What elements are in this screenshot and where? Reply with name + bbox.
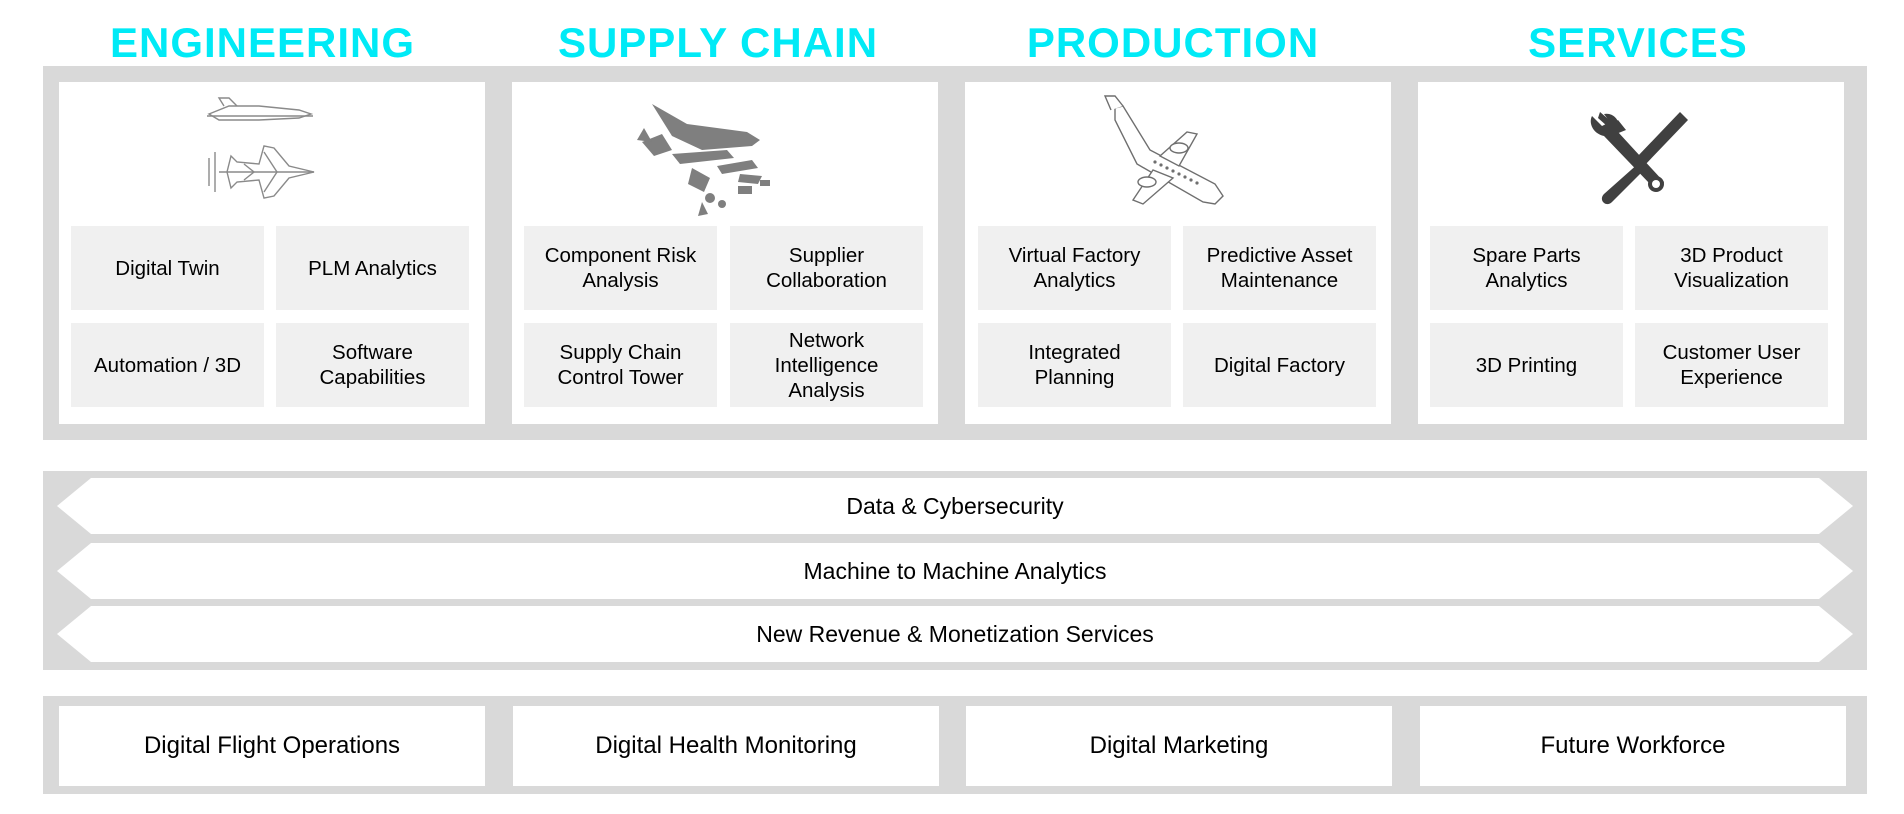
heading-supply-chain: SUPPLY CHAIN (557, 19, 879, 66)
engineering-panel: Digital Twin PLM Analytics Automation / … (59, 82, 485, 424)
tile-integrated-planning: Integrated Planning (978, 323, 1171, 407)
heading-production: PRODUCTION (1026, 19, 1320, 66)
fighter-jet-blueprint-icon (59, 92, 485, 222)
tile-virtual-factory-analytics: Virtual Factory Analytics (978, 226, 1171, 310)
tile-plm-analytics: PLM Analytics (276, 226, 469, 310)
arrow-data-cybersecurity: Data & Cybersecurity (57, 478, 1853, 534)
arrow-machine-to-machine: Machine to Machine Analytics (57, 543, 1853, 599)
tile-supply-chain-control-tower: Supply Chain Control Tower (524, 323, 717, 407)
exploded-aircraft-parts-icon (512, 92, 938, 222)
production-panel: Virtual Factory Analytics Predictive Ass… (965, 82, 1391, 424)
tile-component-risk-analysis: Component Risk Analysis (524, 226, 717, 310)
tile-supplier-collaboration: Supplier Collaboration (730, 226, 923, 310)
tile-automation-3d: Automation / 3D (71, 323, 264, 407)
tile-network-intelligence-analysis: Network Intelligence Analysis (730, 323, 923, 407)
heading-services: SERVICES (1528, 19, 1748, 66)
tile-3d-product-visualization: 3D Product Visualization (1635, 226, 1828, 310)
box-future-workforce: Future Workforce (1420, 706, 1846, 786)
services-panel: Spare Parts Analytics 3D Product Visuali… (1418, 82, 1844, 424)
box-digital-health-monitoring: Digital Health Monitoring (513, 706, 939, 786)
heading-engineering: ENGINEERING (109, 19, 416, 66)
wrench-screwdriver-icon (1418, 92, 1844, 222)
arrow-label: Machine to Machine Analytics (803, 557, 1107, 584)
box-digital-marketing: Digital Marketing (966, 706, 1392, 786)
tile-predictive-asset-maintenance: Predictive Asset Maintenance (1183, 226, 1376, 310)
tile-software-capabilities: Software Capabilities (276, 323, 469, 407)
arrow-label: Data & Cybersecurity (846, 492, 1064, 519)
box-digital-flight-operations: Digital Flight Operations (59, 706, 485, 786)
tile-digital-factory: Digital Factory (1183, 323, 1376, 407)
tile-digital-twin: Digital Twin (71, 226, 264, 310)
airliner-sketch-icon (965, 92, 1391, 222)
tile-3d-printing: 3D Printing (1430, 323, 1623, 407)
tile-spare-parts-analytics: Spare Parts Analytics (1430, 226, 1623, 310)
tile-customer-user-experience: Customer User Experience (1635, 323, 1828, 407)
arrow-label: New Revenue & Monetization Services (756, 620, 1154, 647)
supply-chain-panel: Component Risk Analysis Supplier Collabo… (512, 82, 938, 424)
arrow-new-revenue: New Revenue & Monetization Services (57, 606, 1853, 662)
